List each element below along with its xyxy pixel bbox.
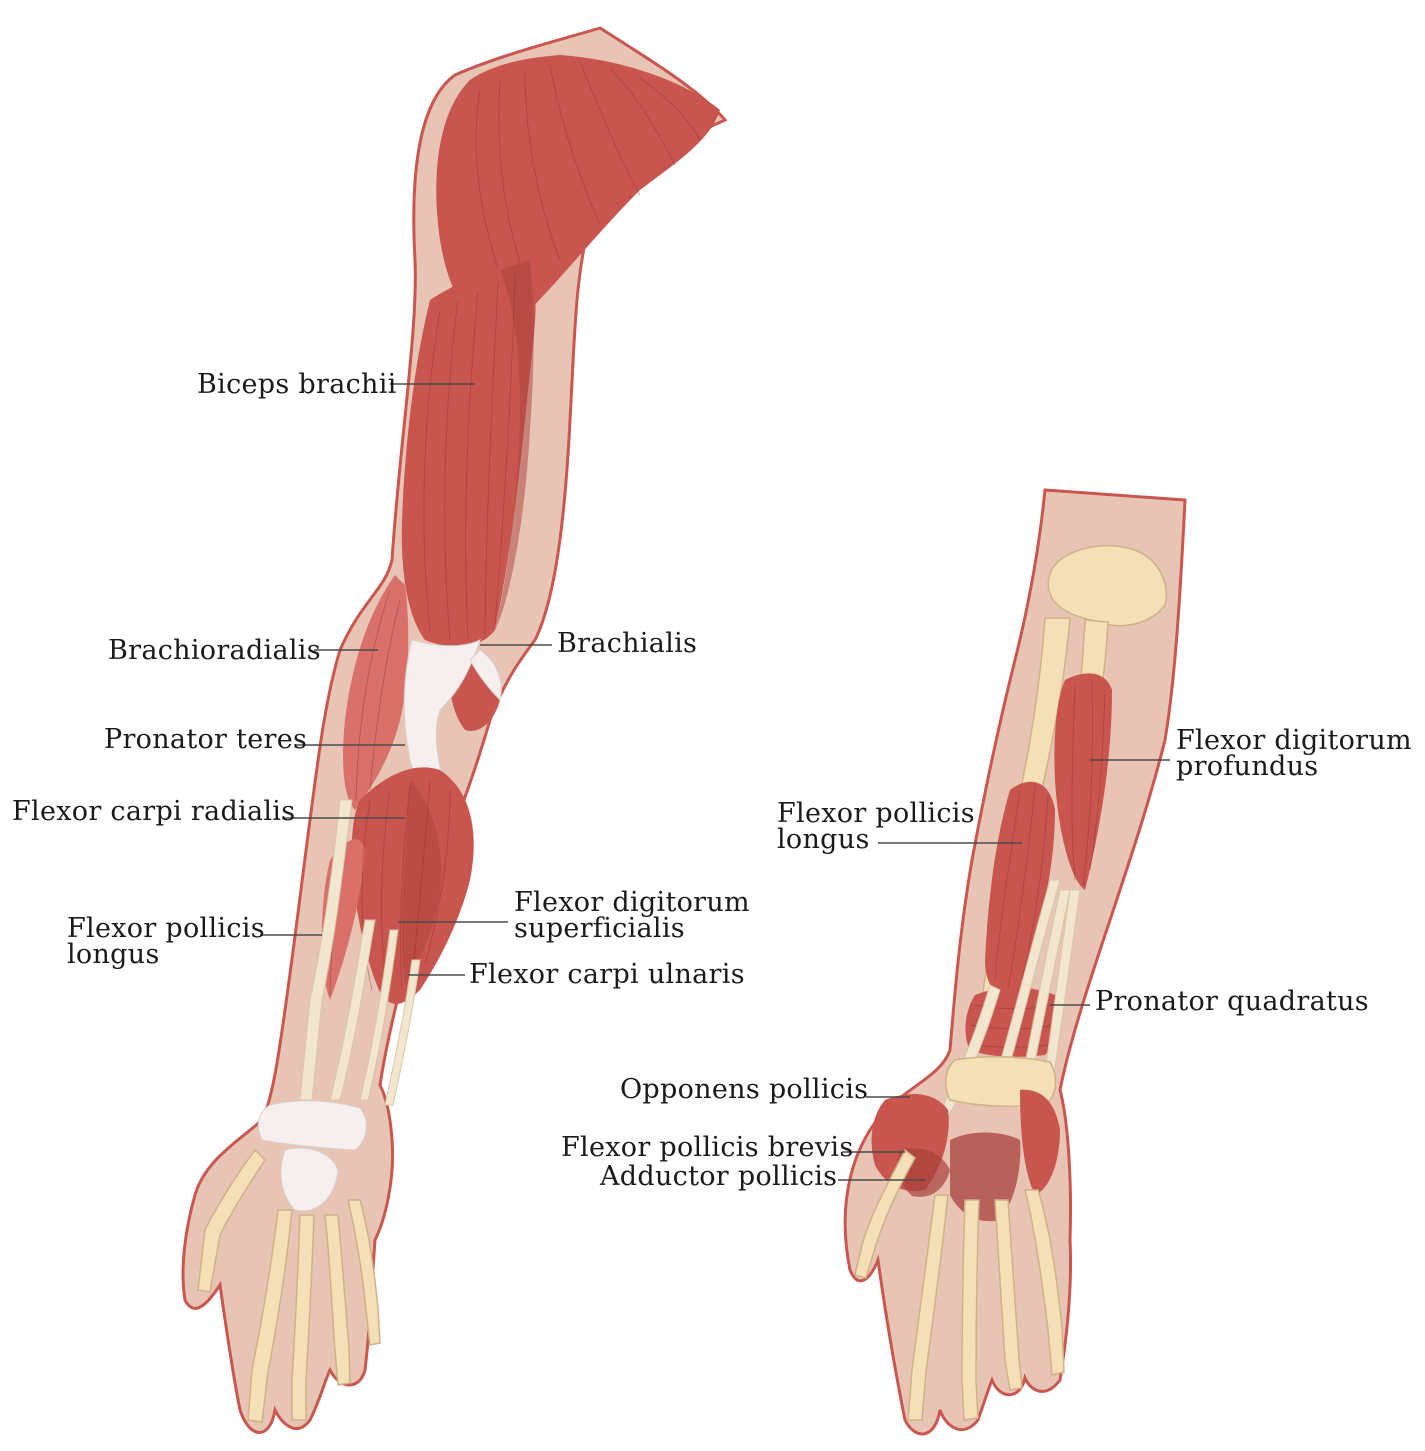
label-flexor-carpi-ulnaris: Flexor carpi ulnaris [469, 959, 745, 990]
label-flexor-carpi-radialis: Flexor carpi radialis [12, 796, 295, 827]
label-pronator-quadratus: Pronator quadratus [1095, 986, 1369, 1017]
label-flexor-pollicis-brevis: Flexor pollicis brevis [561, 1132, 853, 1163]
label-brachioradialis: Brachioradialis [108, 635, 321, 666]
label-flexor-digitorum-superficialis-2: superficialis [514, 913, 685, 944]
label-flexor-pollicis-longus-left-2: longus [67, 939, 160, 970]
deep-forearm-illustration [845, 490, 1185, 1434]
label-flexor-pollicis-longus-right-2: longus [777, 824, 870, 855]
label-biceps-brachii: Biceps brachii [197, 369, 397, 400]
label-flexor-digitorum-profundus-2: profundus [1176, 751, 1318, 782]
label-pronator-teres: Pronator teres [104, 724, 307, 755]
label-brachialis: Brachialis [557, 628, 697, 659]
label-opponens-pollicis: Opponens pollicis [620, 1074, 868, 1105]
label-adductor-pollicis: Adductor pollicis [599, 1161, 837, 1192]
